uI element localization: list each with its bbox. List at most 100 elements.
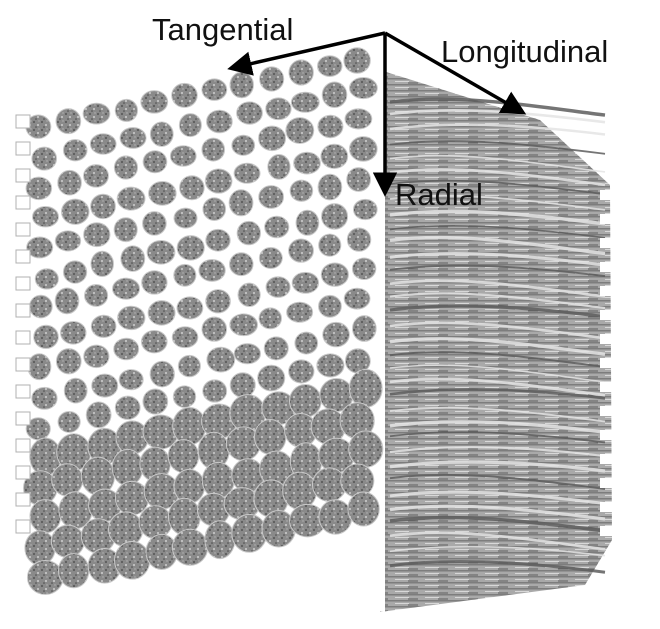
edge-tooth — [16, 115, 30, 128]
cell-lumen — [265, 216, 289, 238]
fiber-edge-notches — [600, 190, 614, 536]
cell-lumen — [349, 78, 377, 99]
cell-lumen — [234, 344, 260, 364]
edge-notch — [600, 238, 614, 248]
cell-lumen — [108, 512, 142, 547]
cell-lumen — [206, 290, 231, 313]
cell-lumen — [56, 349, 81, 374]
cell-lumen — [264, 337, 288, 360]
cell-lumen — [115, 99, 137, 121]
cell-lumen — [259, 248, 282, 269]
cell-lumen — [318, 115, 343, 137]
cell-lumen — [289, 239, 314, 262]
cell-lumen — [202, 317, 227, 341]
cell-lumen — [142, 271, 167, 294]
cell-lumen — [179, 114, 201, 137]
edge-tooth — [16, 142, 30, 155]
edge-notch — [600, 406, 614, 416]
cell-lumen — [283, 472, 317, 509]
cell-lumen — [32, 387, 57, 409]
cell-lumen — [172, 83, 198, 107]
cell-lumen — [84, 223, 110, 247]
cell-lumen — [91, 315, 116, 337]
cell-lumen — [148, 301, 175, 325]
cell-lumen — [344, 48, 370, 74]
cell-lumen — [147, 240, 175, 264]
cell-lumen — [25, 531, 55, 565]
edge-notch — [600, 286, 614, 296]
edge-notch — [600, 262, 614, 272]
edge-tooth — [16, 439, 30, 452]
cell-lumen — [289, 360, 314, 383]
cell-lumen — [287, 302, 313, 322]
cell-lumen — [32, 147, 57, 170]
cell-lumen — [30, 295, 53, 318]
cell-lumen — [232, 514, 267, 552]
cell-lumen — [91, 194, 116, 218]
edge-notch — [600, 334, 614, 344]
cell-lumen — [229, 190, 253, 216]
cell-lumen — [207, 110, 233, 133]
cell-lumen — [232, 135, 255, 155]
cell-lumen — [266, 98, 291, 120]
cell-lumen — [143, 389, 168, 414]
cell-lumen — [237, 221, 260, 244]
cell-lumen — [118, 306, 145, 329]
cell-lumen — [139, 506, 172, 539]
cell-lumen — [352, 258, 375, 279]
cell-lumen — [259, 126, 286, 150]
cell-lumen — [168, 498, 200, 535]
cell-lumen — [347, 228, 370, 251]
cell-lumen — [177, 236, 204, 261]
cell-lumen — [230, 373, 255, 398]
edge-tooth — [16, 493, 30, 506]
cell-lumen — [319, 295, 342, 317]
left-edge-teeth — [16, 115, 30, 533]
cell-lumen — [238, 283, 260, 306]
cell-lumen — [115, 396, 140, 419]
radial-label: Radial — [395, 177, 483, 212]
edge-tooth — [16, 169, 30, 182]
cell-lumen — [114, 541, 149, 579]
cell-lumen — [58, 170, 82, 195]
cell-lumen — [27, 237, 53, 258]
cell-lumen — [259, 308, 281, 329]
edge-tooth — [16, 304, 30, 317]
cell-lumen — [174, 208, 197, 228]
cell-lumen — [92, 374, 118, 397]
cell-lumen — [268, 155, 290, 180]
cell-lumen — [177, 297, 203, 319]
cell-lumen — [51, 525, 84, 557]
cell-lumen — [291, 92, 319, 112]
cell-lumen — [28, 354, 51, 380]
cell-lumen — [90, 134, 116, 155]
cell-lumen — [349, 137, 377, 162]
cell-lumen — [259, 186, 284, 209]
cell-lumen — [290, 180, 313, 201]
cell-lumen — [202, 79, 227, 101]
cell-lumen — [205, 521, 235, 559]
cell-lumen — [230, 314, 258, 336]
cell-lumen — [30, 500, 61, 533]
cell-lumen — [341, 464, 374, 497]
cell-lumen — [322, 82, 347, 108]
edge-notch — [600, 190, 614, 200]
cell-lumen — [84, 165, 109, 187]
cell-lumen — [117, 187, 145, 210]
longitudinal-face — [380, 70, 614, 612]
edge-notch — [600, 310, 614, 320]
edge-notch — [600, 502, 614, 512]
cell-lumen — [289, 385, 321, 418]
cell-lumen — [321, 144, 348, 168]
cell-lumen — [33, 206, 59, 226]
longitudinal-label: Longitudinal — [441, 34, 608, 69]
cell-lumen — [202, 138, 225, 161]
edge-tooth — [16, 250, 30, 263]
cell-lumen — [172, 529, 207, 565]
cell-lumen — [143, 151, 167, 173]
cell-lumen — [61, 199, 89, 224]
cell-lumen — [172, 327, 198, 348]
cell-lumen — [203, 198, 226, 221]
cell-lumen — [349, 369, 382, 407]
